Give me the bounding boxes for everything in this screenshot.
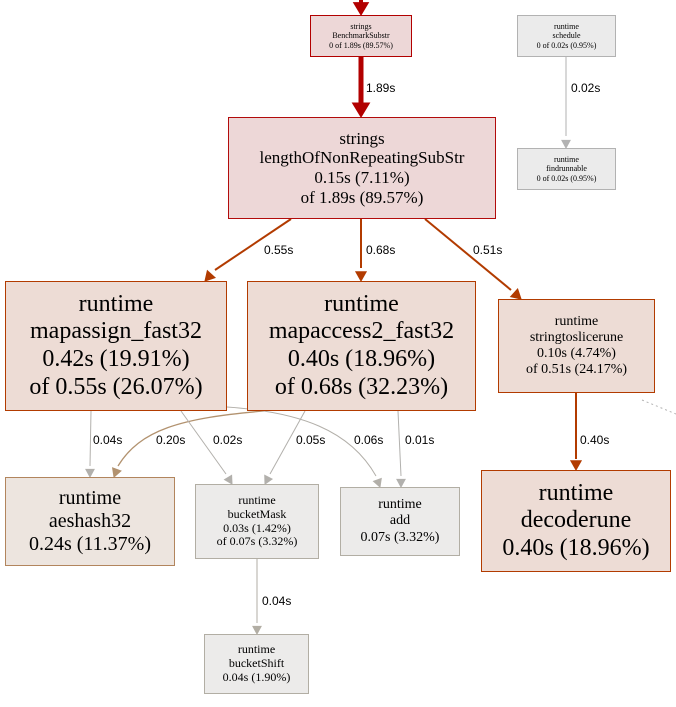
node-bucketMask-line-1: bucketMask: [227, 506, 287, 521]
node-mapaccess2-line-0: runtime: [324, 290, 399, 317]
node-findrunnable-line-1: findrunnable: [546, 164, 587, 174]
edge-label-access-aes: 0.20s: [156, 433, 186, 447]
node-benchmark-line-1: BenchmarkSubstr: [332, 31, 390, 41]
arrowhead-bench-length: [351, 102, 371, 118]
node-bucketMask-line-3: of 0.07s (3.32%): [216, 534, 298, 549]
node-aeshash32-line-1: aeshash32: [48, 510, 132, 532]
node-stringtoslice-line-1: stringtoslicerune: [529, 329, 624, 345]
arrowhead-assign-add: [372, 477, 382, 488]
arrowhead-len-slice: [509, 288, 522, 300]
node-bucketShift-line-1: bucketShift: [228, 656, 285, 671]
node-add-line-1: add: [389, 513, 411, 529]
node-mapassign-line-2: 0.42s (19.91%): [42, 346, 190, 372]
node-lengthOf-line-3: of 1.89s (89.57%): [300, 187, 424, 207]
edge-offpage: [641, 399, 676, 415]
edge-label-bench-length: 1.89s: [366, 81, 396, 95]
edge-label-slice-decode: 0.40s: [580, 433, 610, 447]
arrowhead-slice-decode: [569, 460, 583, 472]
edge-access-mask: [269, 410, 306, 475]
node-add-line-2: 0.07s (3.32%): [360, 529, 440, 545]
edge-access-add: [397, 410, 402, 477]
node-mapassign-line-3: of 0.55s (26.07%): [29, 373, 203, 400]
node-lengthOf-line-0: strings: [339, 128, 385, 148]
edge-label-access-mask: 0.05s: [296, 433, 326, 447]
edge-assign-mask: [180, 410, 227, 475]
node-add-line-0: runtime: [378, 497, 422, 513]
edge-label-assign-mask: 0.02s: [213, 433, 243, 447]
node-decoderune-line-1: decoderune: [520, 507, 632, 534]
node-lengthOf-line-2: 0.15s (7.11%): [314, 168, 410, 187]
arrowhead-sched-find: [561, 139, 571, 150]
node-lengthOf-line-1: lengthOfNonRepeatingSubStr: [259, 148, 465, 168]
node-stringtoslice-line-2: 0.10s (4.74%): [537, 346, 616, 361]
node-mapaccess2-line-2: 0.40s (18.96%): [287, 346, 436, 372]
edge-label-sched-find: 0.02s: [571, 81, 601, 95]
edge-label-access-add: 0.01s: [405, 433, 435, 447]
node-findrunnable-line-2: 0 of 0.02s (0.95%): [536, 173, 597, 183]
node-decoderune-line-2: 0.40s (18.96%): [502, 534, 650, 561]
edge-label-mask-shift: 0.04s: [262, 594, 292, 608]
edge-label-assign-aes: 0.04s: [93, 433, 123, 447]
node-bucketMask-line-2: 0.03s (1.42%): [223, 520, 291, 535]
edge-access-aes: [117, 410, 265, 467]
edge-label-len-slice: 0.51s: [473, 243, 503, 257]
edge-label-len-assign: 0.55s: [264, 243, 294, 257]
node-aeshash32-line-0: runtime: [58, 487, 122, 509]
edge-assign-aes: [89, 410, 92, 467]
node-bucketShift-line-2: 0.04s (1.90%): [222, 669, 291, 684]
node-schedule-line-1: schedule: [552, 31, 581, 41]
node-benchmark-line-2: 0 of 1.89s (89.57%): [329, 40, 393, 50]
node-stringtoslice-line-0: runtime: [554, 313, 599, 329]
node-bucketShift-line-0: runtime: [237, 642, 276, 657]
arrowhead-assign-aes: [85, 468, 95, 479]
arrowhead-mask-shift: [252, 625, 262, 636]
edge-len-assign: [214, 218, 292, 271]
arrowhead-len-assign: [204, 269, 217, 282]
node-aeshash32-line-2: 0.24s (11.37%): [28, 533, 152, 555]
node-mapaccess2-line-1: mapaccess2_fast32: [268, 318, 455, 345]
edge-label-assign-add: 0.06s: [354, 433, 384, 447]
arrowhead-access-mask: [264, 474, 274, 485]
node-bucketMask-line-0: runtime: [238, 492, 276, 507]
node-decoderune-line-0: runtime: [538, 479, 614, 506]
node-schedule-line-0: runtime: [554, 22, 579, 32]
arrowhead-len-access: [354, 271, 368, 283]
node-mapassign-line-1: mapassign_fast32: [30, 318, 202, 345]
node-schedule-line-2: 0 of 0.02s (0.95%): [536, 40, 597, 50]
arrowhead-top-in: [352, 2, 370, 16]
node-mapassign-line-0: runtime: [78, 290, 154, 317]
arrowhead-access-add: [396, 478, 406, 489]
arrowhead-assign-mask: [223, 474, 233, 485]
edge-len-slice: [424, 218, 512, 291]
node-benchmark-line-0: strings: [350, 22, 372, 32]
node-stringtoslice-line-3: of 0.51s (24.17%): [525, 362, 628, 378]
node-findrunnable-line-0: runtime: [554, 155, 579, 165]
edge-label-len-access: 0.68s: [366, 243, 396, 257]
arrowhead-access-aes: [111, 467, 122, 478]
node-mapaccess2-line-3: of 0.68s (32.23%): [274, 373, 449, 400]
